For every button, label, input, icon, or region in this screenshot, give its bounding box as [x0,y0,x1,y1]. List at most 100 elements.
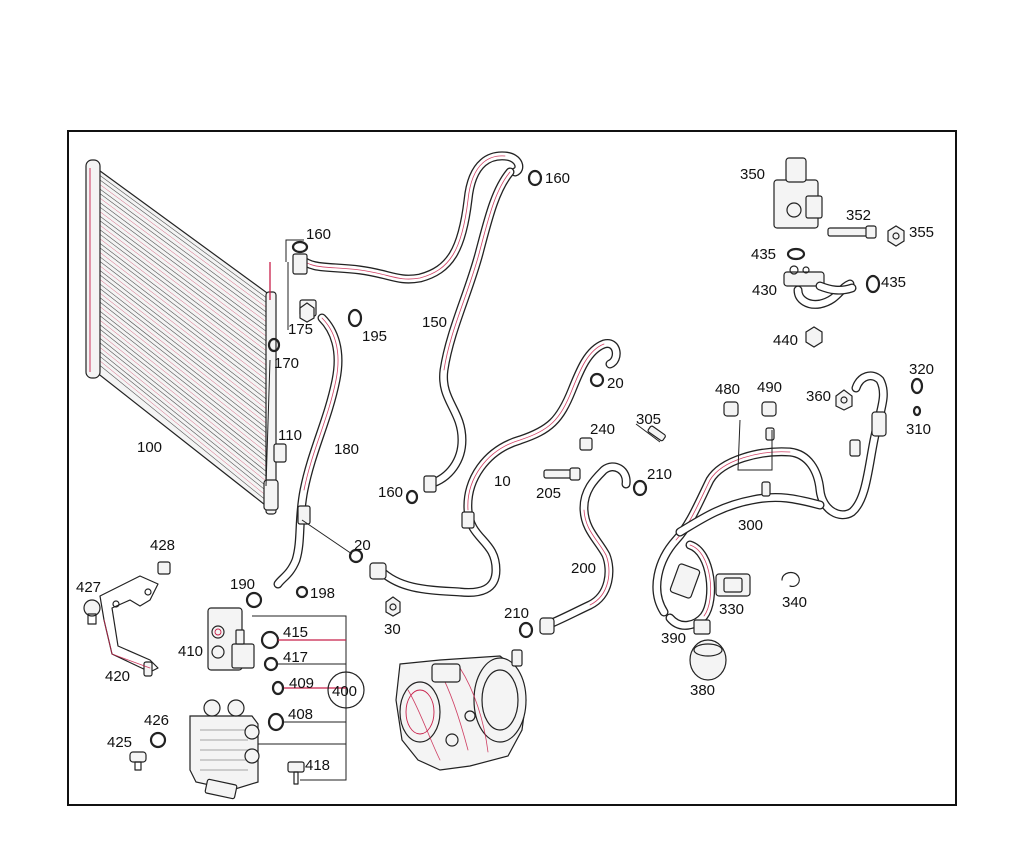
hose-150-part[interactable] [292,151,524,493]
label-210a: 210 [647,466,672,483]
label-195: 195 [362,328,387,345]
label-410: 410 [178,643,203,660]
nut-440[interactable] [805,326,823,348]
label-350: 350 [740,166,765,183]
bracket-part[interactable] [99,575,159,677]
condenser-part[interactable] [85,159,279,515]
o-ring-170[interactable] [267,337,281,353]
plug-390[interactable] [693,619,711,635]
label-150: 150 [422,314,447,331]
label-420: 420 [105,668,130,685]
condenser-fin [99,184,273,312]
valve-305[interactable] [647,425,666,442]
condenser-fin [99,329,273,467]
o-ring-210b[interactable] [518,621,534,639]
leader-lines [252,239,773,781]
label-428: 428 [150,537,175,554]
label-435a: 435 [751,246,776,263]
condenser-fin [99,360,273,501]
label-160a: 160 [545,170,570,187]
label-430: 430 [752,282,777,299]
o-ring-20a[interactable] [589,372,605,388]
chiller-part[interactable] [189,699,260,800]
nut-30[interactable] [385,596,401,617]
condenser-fin [99,338,273,477]
hose-300-part[interactable] [652,371,888,630]
cap-490[interactable] [761,401,777,417]
bolt-part[interactable] [827,225,877,239]
label-400: 400 [332,683,357,700]
sensor-110[interactable] [273,443,287,463]
sensor-240[interactable] [579,437,593,451]
label-170: 170 [274,355,299,372]
o-ring-426[interactable] [149,731,167,749]
o-ring-160c[interactable] [405,489,419,505]
label-425: 425 [107,734,132,751]
o-ring-195[interactable] [347,308,363,328]
o-ring-320[interactable] [910,377,924,395]
condenser-fin [99,256,273,390]
label-352: 352 [846,207,871,224]
condenser-fin [99,356,273,496]
label-480: 480 [715,381,740,398]
condenser-fin [99,288,273,424]
o-ring-160a[interactable] [527,169,543,187]
condenser-fin [99,211,273,341]
condenser-fin [99,202,273,332]
fitting-430-part[interactable] [783,265,857,309]
condenser-fin [99,225,273,356]
label-340: 340 [782,594,807,611]
label-10: 10 [494,473,511,490]
label-310: 310 [906,421,931,438]
label-110: 110 [278,427,302,444]
condenser-fin [99,297,273,433]
label-240: 240 [590,421,615,438]
label-408: 408 [288,706,313,723]
label-100: 100 [137,439,162,456]
o-ring-210a[interactable] [632,479,648,497]
o-ring-408[interactable] [267,712,285,732]
label-330: 330 [719,601,744,618]
condenser-fin [99,206,273,336]
o-ring-409[interactable] [271,680,285,696]
condenser-fin [99,306,273,443]
label-20b: 20 [354,537,371,554]
diagram-frame [67,130,957,806]
grommet-380[interactable] [689,639,727,681]
label-440: 440 [773,332,798,349]
o-ring-160b[interactable] [291,240,309,254]
o-ring-20b[interactable] [348,548,364,564]
compressor-part[interactable] [395,649,527,771]
o-ring-417[interactable] [263,656,279,672]
screw-428[interactable] [157,561,171,575]
o-ring-435a[interactable] [786,247,806,261]
clip-340[interactable] [781,571,800,587]
sensor-418[interactable] [287,761,305,785]
cap-480[interactable] [723,401,739,417]
o-ring-198[interactable] [295,585,309,599]
valve-block-part[interactable] [773,157,823,229]
seal-330[interactable] [715,573,751,597]
o-ring-310[interactable] [912,405,922,417]
o-ring-435b[interactable] [865,274,881,294]
o-ring-415[interactable] [260,630,280,650]
condenser-fin [99,274,273,409]
label-160c: 160 [378,484,403,501]
nut-360[interactable] [835,389,853,411]
label-409: 409 [289,675,314,692]
hose-10-part[interactable] [369,339,621,597]
condenser-fin [99,261,273,395]
label-30: 30 [384,621,401,638]
condenser-fin [99,292,273,428]
expansion-valve-part[interactable] [207,607,255,671]
nut-175[interactable] [299,302,315,323]
nut-355[interactable] [887,225,905,247]
condenser-fin [99,197,273,327]
hose-200-part[interactable] [539,462,631,635]
screw-427[interactable] [83,599,101,625]
sensor-205[interactable] [543,467,581,481]
screw-425[interactable] [129,751,147,771]
o-ring-190[interactable] [245,591,263,609]
condenser-fin [99,215,273,346]
label-435b: 435 [881,274,906,291]
